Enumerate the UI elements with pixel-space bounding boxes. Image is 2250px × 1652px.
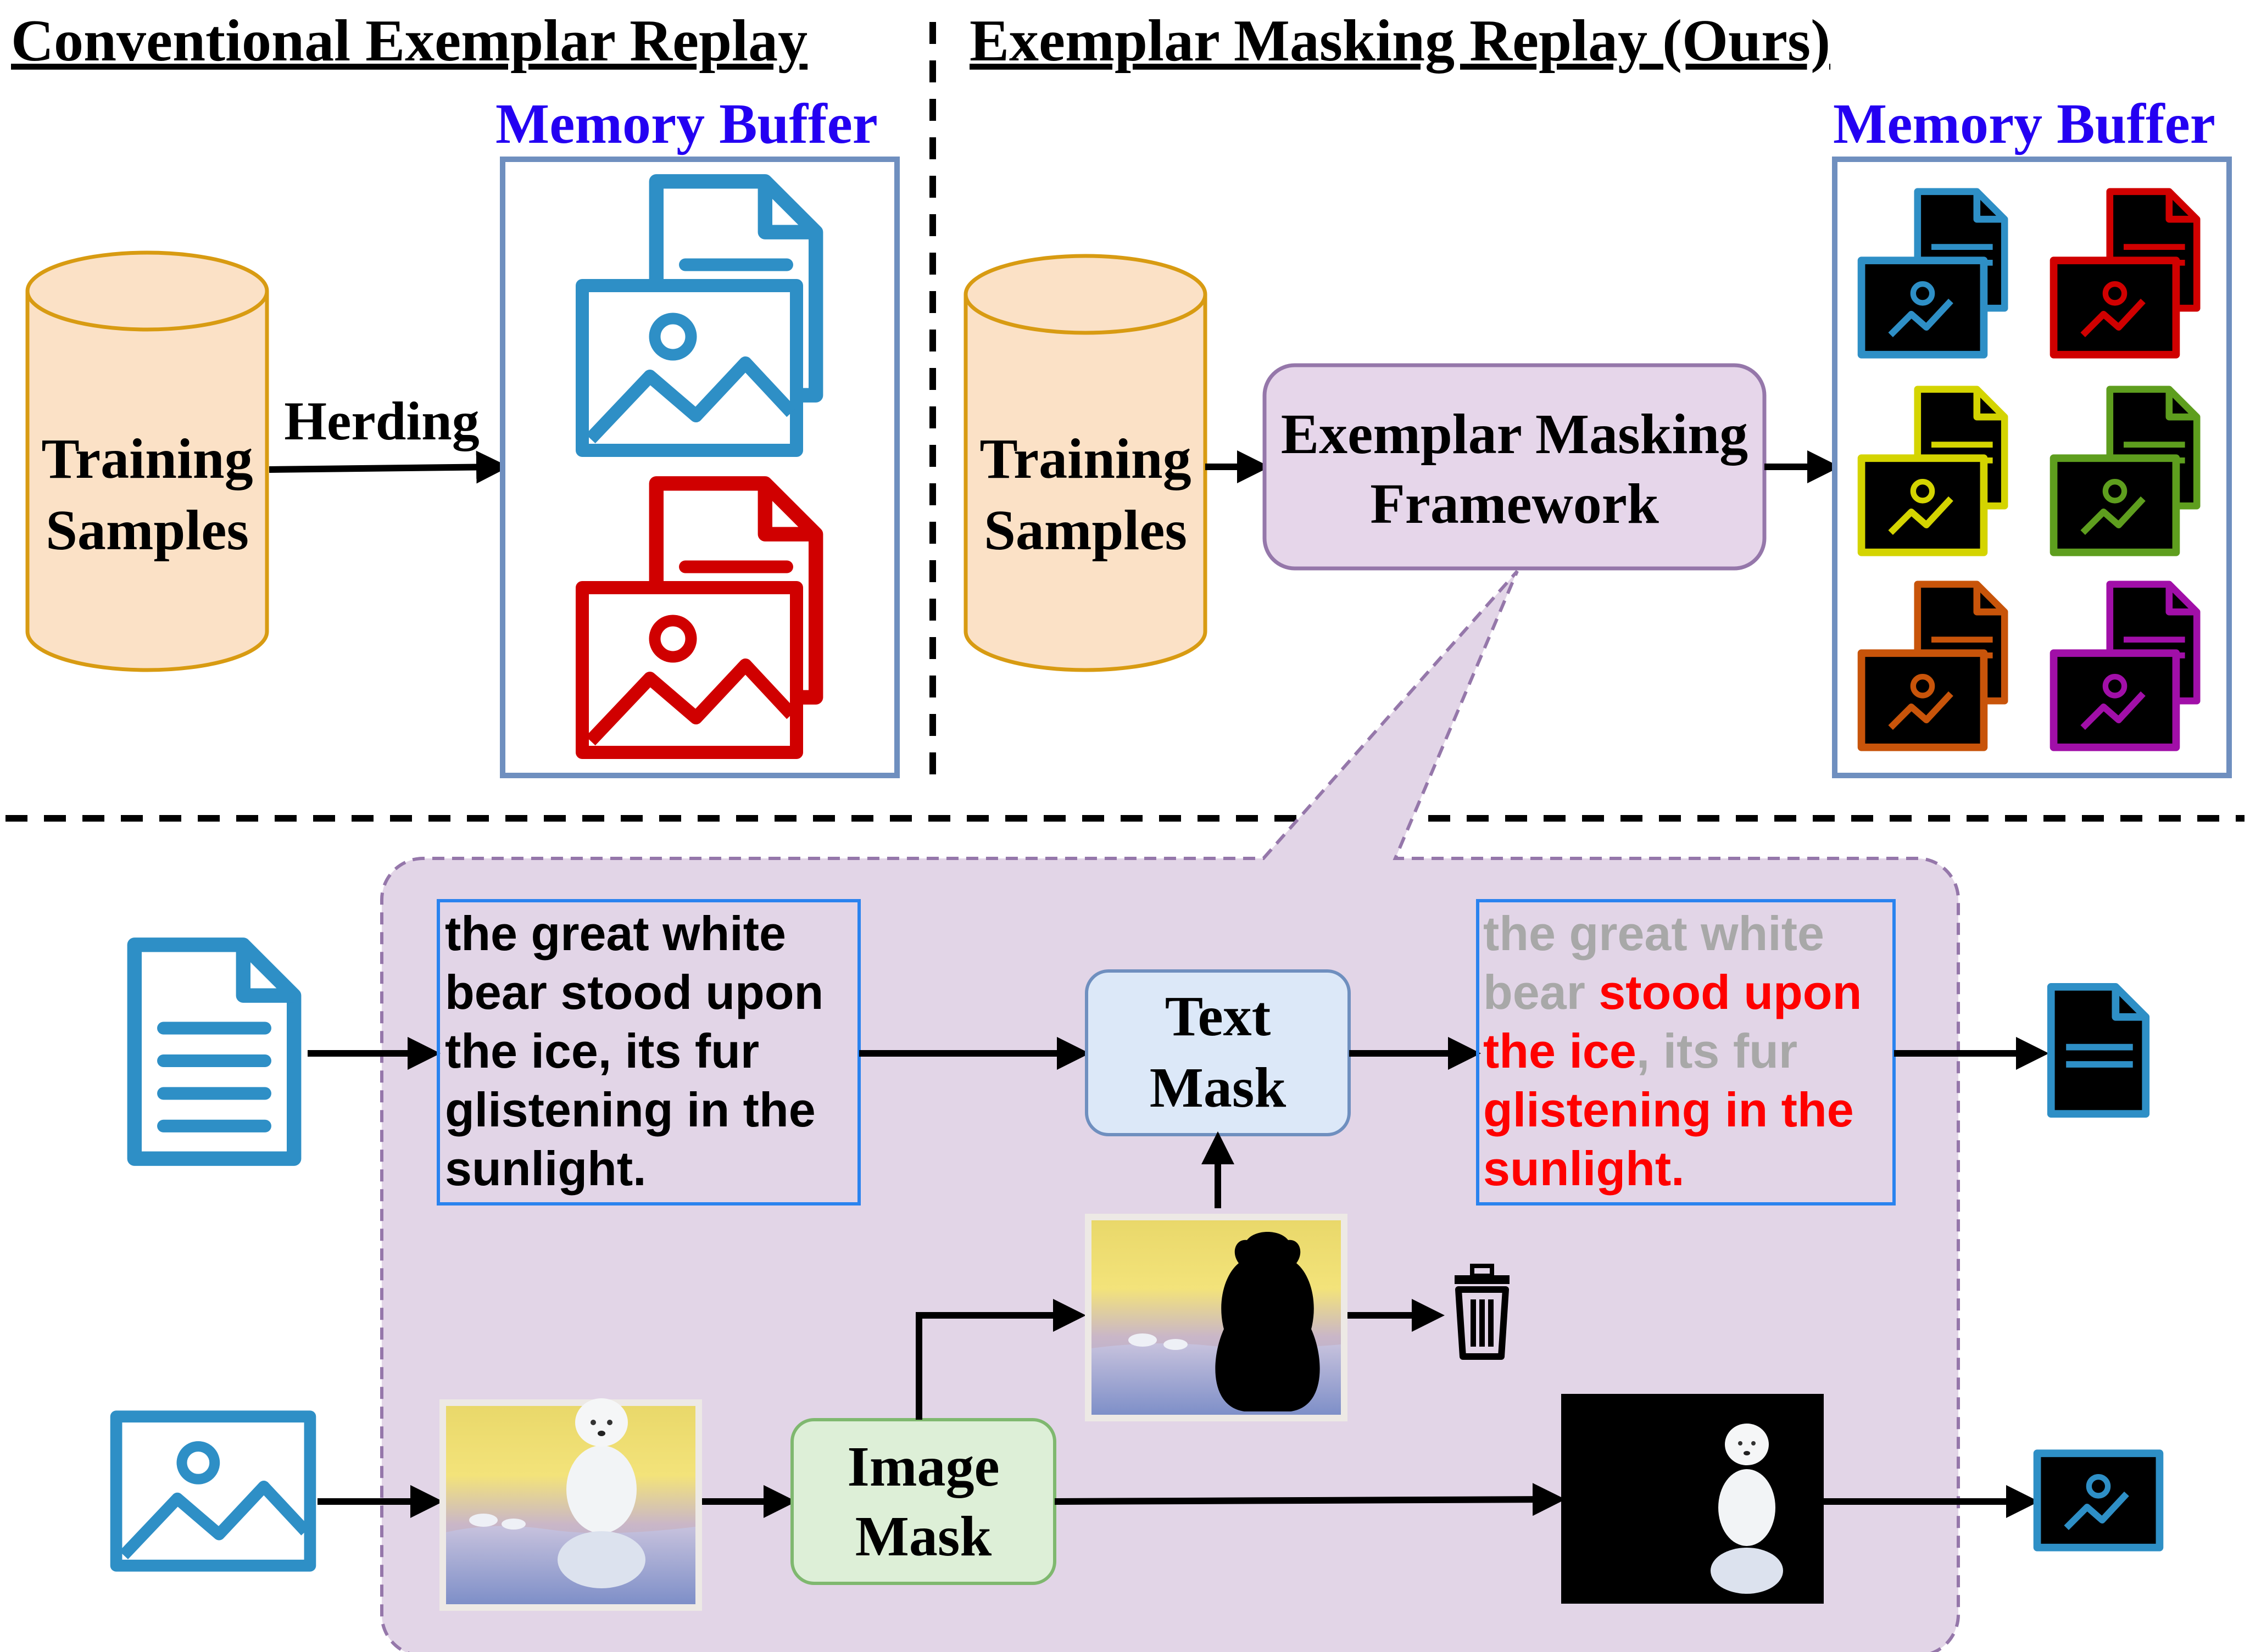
image-mask-label-line1: Image [847, 1435, 999, 1498]
caption-line-5: sunlight. [445, 1141, 647, 1196]
text-mask-label-line2: Mask [1150, 1056, 1286, 1119]
masked-image-icon [2037, 1453, 2160, 1547]
polar-bear-photo [439, 1398, 702, 1611]
masked-caption-text: the great white bear stood upon the ice,… [1483, 906, 1875, 1196]
caption-line-2: bear stood upon [445, 965, 823, 1019]
kept-segment: sunlight. [1483, 1141, 1685, 1196]
herding-label: Herding [284, 390, 480, 451]
herding-arrow [269, 450, 509, 484]
exemplar-masking-framework-box [1262, 363, 1767, 571]
image-icon [116, 1416, 310, 1565]
kept-segment: glistening in the [1483, 1082, 1854, 1137]
right-buffer-title: Memory Buffer [1833, 92, 2215, 155]
training-samples-cylinder-right: Training Samples [964, 254, 1207, 672]
caption-line-1: the great white [445, 906, 786, 961]
caption-text: the great white bear stood upon the ice,… [445, 906, 837, 1196]
image-mask-label-line2: Mask [855, 1505, 992, 1568]
document-icon [135, 945, 294, 1158]
left-buffer-title: Memory Buffer [495, 92, 878, 155]
kept-segment: stood upon [1599, 965, 1862, 1019]
cylinder-label-line2: Samples [984, 499, 1187, 562]
text-mask-label-line1: Text [1165, 985, 1271, 1048]
image-mask-to-foreground-arrow [1054, 1483, 1566, 1516]
framework-label-line1: Exemplar Masking [1281, 403, 1748, 466]
masked-background-photo [1085, 1214, 1347, 1421]
masked-segment: bear [1483, 965, 1599, 1019]
cylinder-label-line1: Training [41, 427, 253, 490]
cylinder-label-line2: Samples [46, 499, 249, 562]
masked-segment: the great white [1483, 906, 1824, 961]
image-mask-to-background-arrow [916, 1299, 1086, 1420]
training-samples-cylinder-left: Training Samples [25, 250, 269, 672]
masked-segment: , its fur [1636, 1024, 1797, 1078]
trash-icon [1455, 1264, 1510, 1360]
left-panel-title: Conventional Exemplar Replay [11, 8, 807, 74]
masked-foreground-photo [1561, 1394, 1824, 1604]
caption-line-4: glistening in the [445, 1082, 816, 1137]
right-panel-title: Exemplar Masking Replay (Ours) [970, 8, 1830, 74]
kept-segment: the ice [1483, 1024, 1636, 1078]
cylinder-label-line1: Training [979, 427, 1191, 490]
framework-label-line2: Framework [1370, 472, 1659, 535]
caption-line-3: the ice, its fur [445, 1024, 759, 1078]
masked-document-icon [2051, 987, 2146, 1114]
